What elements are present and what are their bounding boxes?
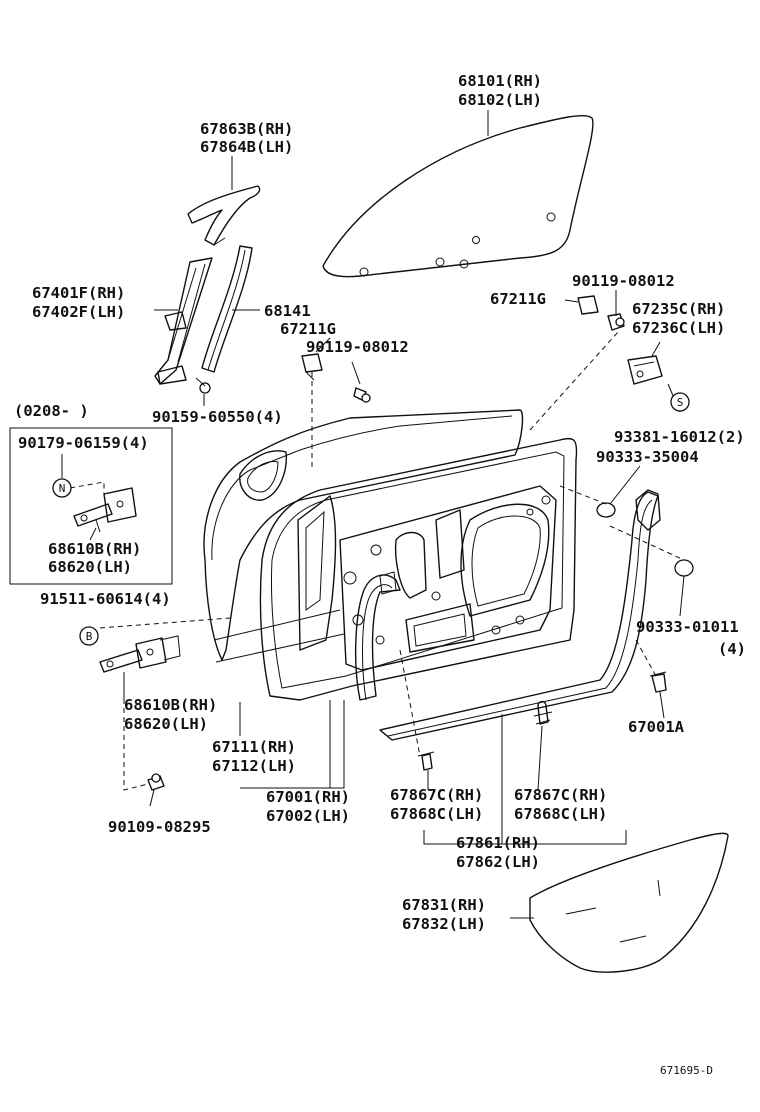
label-67001: 67001(RH) [266, 788, 350, 806]
label-67861: 67861(RH) [456, 834, 540, 852]
label-68101: 68101(RH) [458, 72, 542, 90]
label-67832: 67832(LH) [402, 915, 486, 933]
screw-90119-left [353, 387, 371, 403]
marker-s: S [670, 392, 690, 412]
label-67868c-right: 67868C(LH) [514, 805, 607, 823]
door-hinge [99, 635, 181, 673]
label-68610b: 68610B(RH) [124, 696, 217, 714]
label-90333-01011: 90333-01011 [636, 618, 739, 636]
drawing-code: 671695-D [660, 1064, 713, 1077]
label-67002: 67002(LH) [266, 807, 350, 825]
bolt-90109 [147, 773, 165, 791]
label-93381: 93381-16012(2) [614, 428, 745, 446]
inset-hinge [73, 487, 137, 533]
door-glass [322, 114, 594, 278]
door-outer-panel [203, 409, 524, 661]
clip-67867c-right [533, 700, 553, 725]
marker-b: B [79, 626, 99, 646]
clip-67867c-left [417, 751, 435, 771]
marker-n: N [52, 478, 72, 498]
clip-67211g-left [301, 353, 323, 381]
label-90333-35004: 90333-35004 [596, 448, 699, 466]
division-bar [154, 257, 213, 385]
label-90109: 90109-08295 [108, 818, 211, 836]
door-weatherstrip [354, 489, 661, 741]
leader-lines [61, 110, 685, 919]
label-67112: 67112(LH) [212, 757, 296, 775]
label-90119-right: 90119-08012 [572, 272, 675, 290]
label-90179: 90179-06159(4) [18, 434, 149, 452]
label-67831: 67831(RH) [402, 896, 486, 914]
label-90159: 90159-60550(4) [152, 408, 283, 426]
label-68102: 68102(LH) [458, 91, 542, 109]
label-67211g-left: 67211G [280, 320, 336, 338]
label-68620-inset: 68620(LH) [48, 558, 132, 576]
label-67862: 67862(LH) [456, 853, 540, 871]
label-67111: 67111(RH) [212, 738, 296, 756]
hole-plug-35004 [596, 502, 616, 518]
dashed-lines [99, 331, 685, 791]
label-67235c: 67235C(RH) [632, 300, 725, 318]
label-91511: 91511-60614(4) [40, 590, 171, 608]
door-stopper [627, 355, 663, 385]
label-67867c-right: 67867C(RH) [514, 786, 607, 804]
screw-90119-right [607, 313, 625, 331]
label-0208: (0208- ) [14, 402, 89, 420]
marker-b-letter: B [86, 630, 93, 643]
label-67868c-left: 67868C(LH) [390, 805, 483, 823]
label-67863b: 67863B(RH) [200, 120, 293, 138]
label-67001a: 67001A [628, 718, 685, 736]
label-68620: 68620(LH) [124, 715, 208, 733]
screw-90159 [195, 377, 211, 394]
clip-67001a [649, 671, 667, 693]
label-68141: 68141 [264, 302, 311, 320]
label-67211g-right: 67211G [490, 290, 546, 308]
part-labels: 68101(RH) 68102(LH) 67863B(RH) 67864B(LH… [14, 72, 746, 1077]
service-hole-cover [529, 832, 729, 973]
label-68610b-inset: 68610B(RH) [48, 540, 141, 558]
door-inner-panel [339, 485, 557, 671]
door-frame [213, 437, 578, 701]
label-67401f: 67401F(RH) [32, 284, 125, 302]
inset-box [9, 427, 173, 585]
label-67236c: 67236C(LH) [632, 319, 725, 337]
label-67864b: 67864B(LH) [200, 138, 293, 156]
label-67867c-left: 67867C(RH) [390, 786, 483, 804]
glass-run-channel [201, 245, 253, 373]
marker-s-letter: S [677, 396, 684, 409]
marker-n-letter: N [59, 482, 66, 495]
upper-garnish [187, 185, 261, 246]
label-90333-01011-qty: (4) [718, 640, 746, 658]
clip-67211g-right [577, 295, 599, 315]
label-67402f: 67402F(LH) [32, 303, 125, 321]
label-90119-left: 90119-08012 [306, 338, 409, 356]
hole-plug-01011 [674, 559, 694, 577]
